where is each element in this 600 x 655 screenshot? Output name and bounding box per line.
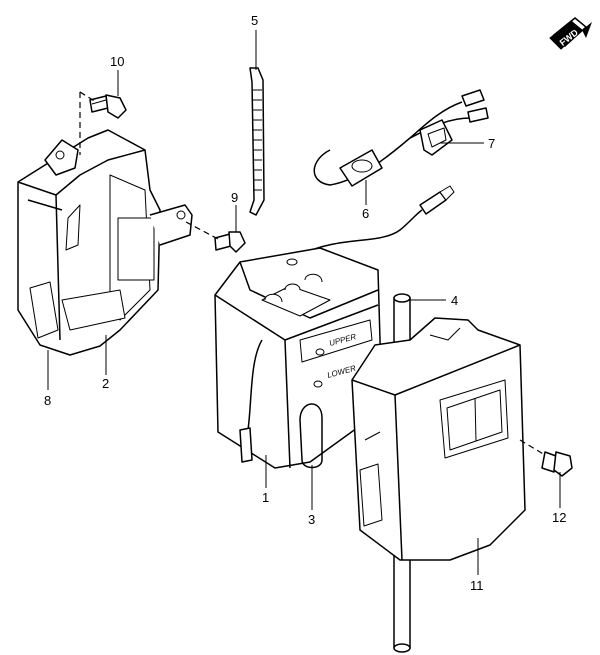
- leader-lines: [47, 30, 561, 575]
- callout-12: 12: [552, 510, 566, 525]
- callout-labels: 1 2 3 4 5 6 7 8 9 10 11 12: [44, 13, 566, 593]
- callout-3: 3: [308, 512, 315, 527]
- cable-tie: [249, 67, 265, 216]
- callout-10: 10: [110, 54, 124, 69]
- screw-12: [541, 451, 573, 477]
- assembly-guides: [79, 91, 546, 456]
- callout-11: 11: [470, 578, 484, 593]
- front-battery-cover: [351, 317, 526, 561]
- callout-6: 6: [362, 206, 369, 221]
- callout-5: 5: [251, 13, 258, 28]
- callout-9: 9: [231, 190, 238, 205]
- callout-1: 1: [262, 490, 269, 505]
- callout-7: 7: [488, 136, 495, 151]
- battery-lead-top: [299, 185, 455, 256]
- callout-8: 8: [44, 393, 51, 408]
- fwd-arrow-icon: FWD: [549, 17, 592, 50]
- battery-holder-strap: [299, 403, 323, 469]
- left-battery-cover: [17, 129, 193, 356]
- battery: UPPER LOWER: [214, 247, 383, 469]
- callout-4: 4: [451, 293, 458, 308]
- fuse-harness: [313, 89, 489, 187]
- screw-9: [214, 231, 246, 253]
- screw-10: [89, 94, 127, 119]
- callout-2: 2: [102, 376, 109, 391]
